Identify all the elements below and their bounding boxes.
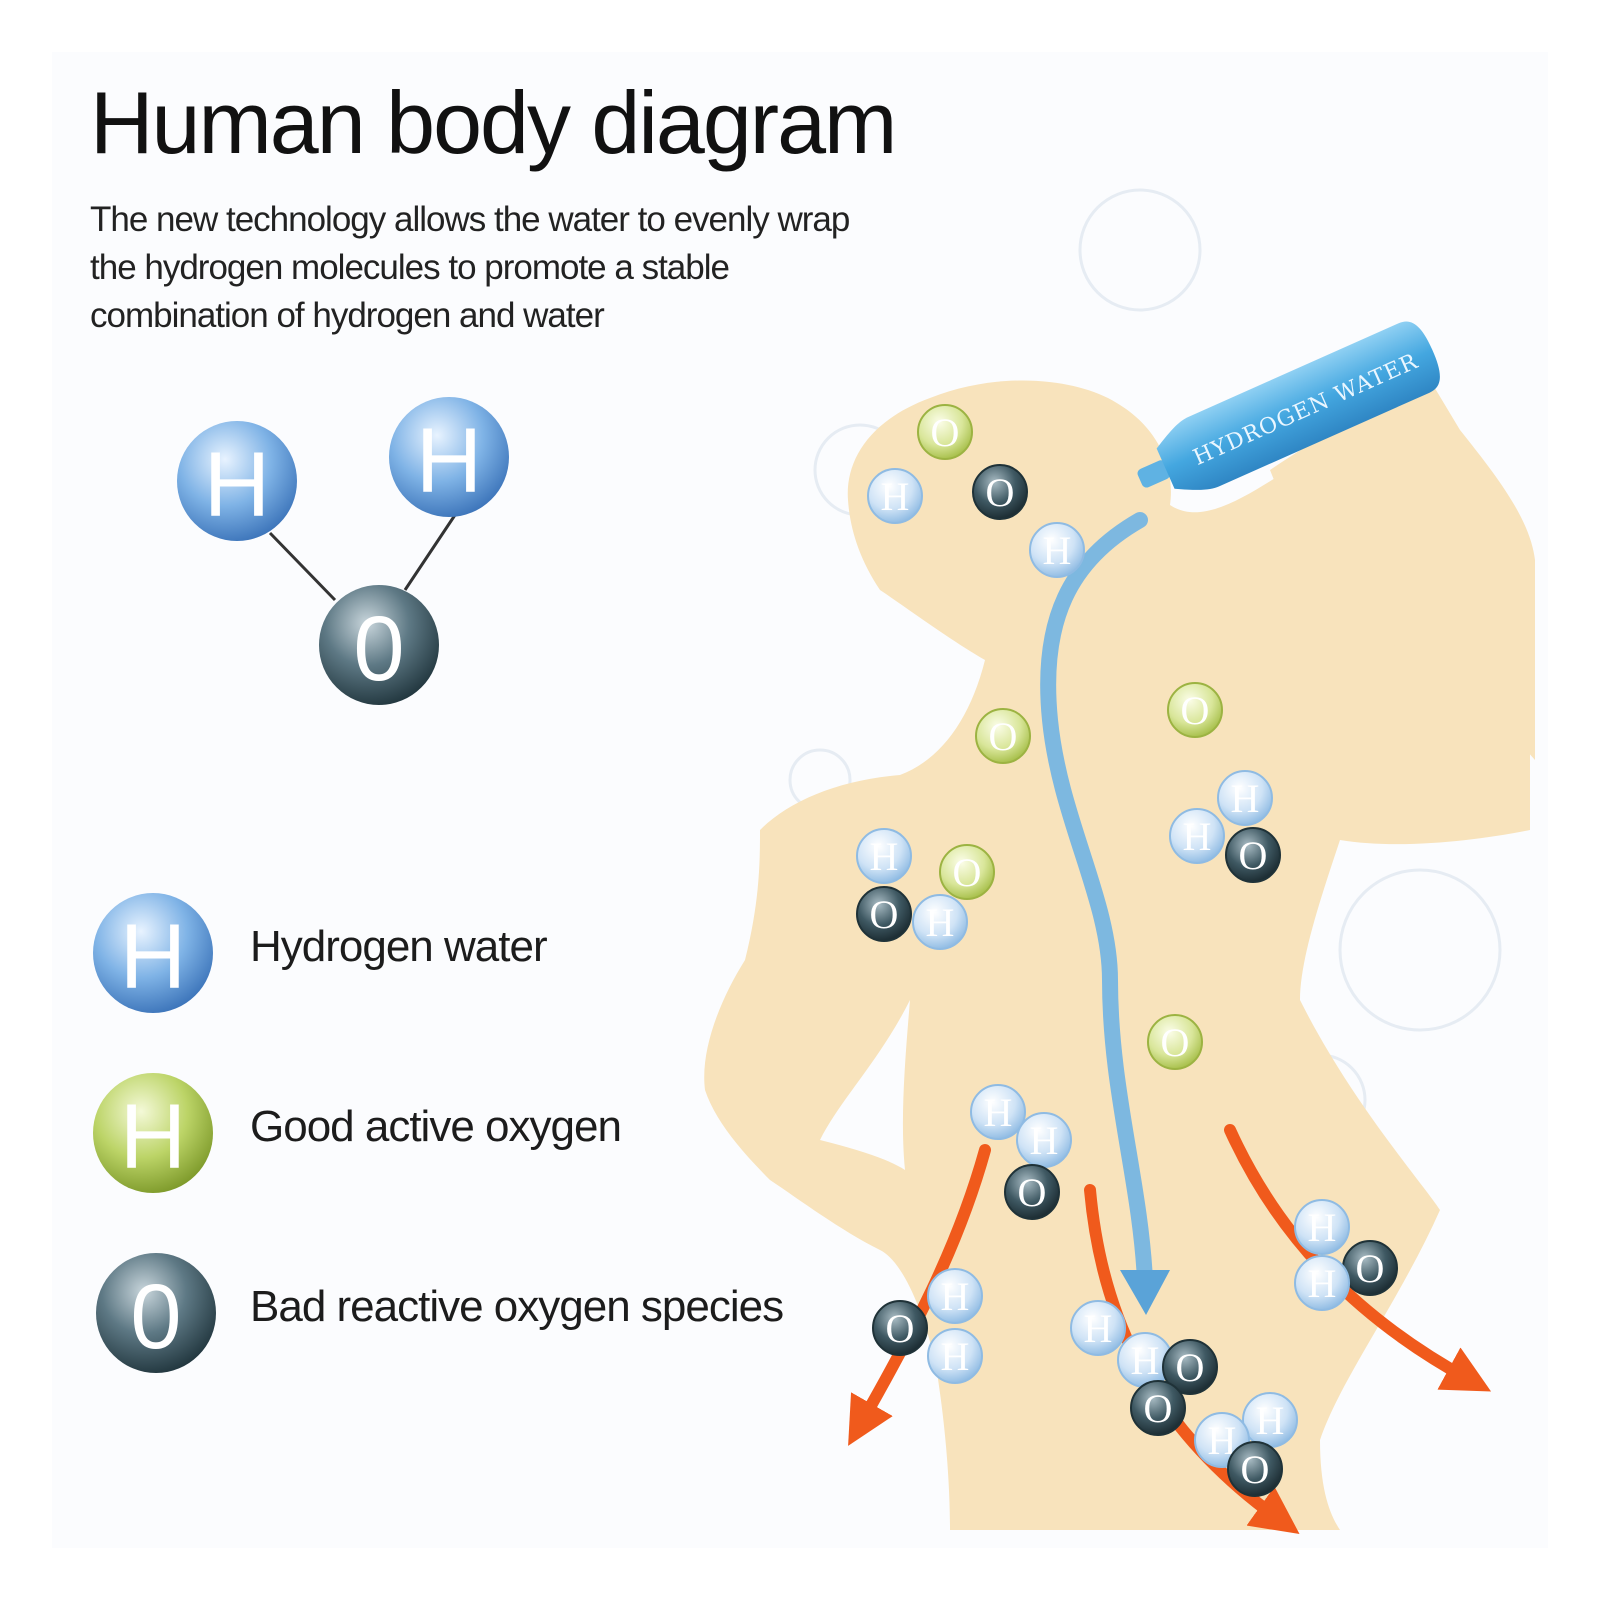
hydrogen-atom-letter: H bbox=[1308, 1261, 1337, 1306]
hydrogen-atom-letter: H bbox=[1131, 1338, 1160, 1383]
good-oxygen-atom-letter: O bbox=[953, 850, 982, 895]
molecule-h-right-letter: H bbox=[416, 410, 482, 512]
hydrogen-atom: H bbox=[1169, 808, 1225, 864]
water-flow-arrowhead bbox=[1120, 1270, 1170, 1315]
hydrogen-atom-letter: H bbox=[1183, 814, 1212, 859]
hydrogen-atom: H bbox=[1117, 1332, 1173, 1388]
arm-gap bbox=[820, 1000, 910, 1170]
good-oxygen-atom: O bbox=[1147, 1014, 1203, 1070]
legend-icon-hydrogen-water: H bbox=[93, 893, 213, 1013]
hydrogen-atom-letter: H bbox=[870, 834, 899, 879]
hydrogen-atom: H bbox=[856, 828, 912, 884]
hydrogen-atom: H bbox=[970, 1084, 1026, 1140]
hydrogen-atom-letter: H bbox=[941, 1274, 970, 1319]
legend-label-hydrogen-water: Hydrogen water bbox=[250, 922, 548, 971]
good-oxygen-atom: O bbox=[975, 708, 1031, 764]
good-oxygen-atom-letter: O bbox=[931, 410, 960, 455]
hydrogen-atom-letter: H bbox=[941, 1334, 970, 1379]
bad-oxygen-atom-letter: O bbox=[1018, 1170, 1047, 1215]
bad-oxygen-atom: O bbox=[1162, 1339, 1218, 1395]
bad-oxygen-atom-letter: O bbox=[886, 1306, 915, 1351]
hydrogen-atom: H bbox=[927, 1328, 983, 1384]
hydrogen-atom: H bbox=[1217, 770, 1273, 826]
bad-oxygen-atom-letter: O bbox=[986, 470, 1015, 515]
legend-symbol-hydrogen: H bbox=[120, 906, 186, 1008]
bad-oxygen-atom-letter: O bbox=[1144, 1386, 1173, 1431]
bad-oxygen-atom-letter: O bbox=[1356, 1246, 1385, 1291]
legend-label-bad-oxygen: Bad reactive oxygen species bbox=[250, 1282, 784, 1331]
bad-oxygen-atom: O bbox=[972, 464, 1028, 520]
hydrogen-atom: H bbox=[1242, 1392, 1298, 1448]
hydrogen-atom-letter: H bbox=[1043, 528, 1072, 573]
bad-oxygen-atom-letter: O bbox=[870, 892, 899, 937]
hydrogen-atom-letter: H bbox=[984, 1090, 1013, 1135]
molecule-hydrogen-right: H bbox=[389, 397, 509, 517]
page-subtitle: The new technology allows the water to e… bbox=[90, 200, 850, 335]
bad-oxygen-atom: O bbox=[1342, 1240, 1398, 1296]
hydrogen-atom: H bbox=[867, 468, 923, 524]
bad-oxygen-atom: O bbox=[1004, 1164, 1060, 1220]
bad-oxygen-atom-letter: O bbox=[1239, 833, 1268, 878]
legend-symbol-good-oxygen: H bbox=[120, 1086, 186, 1188]
molecule-oxygen: 0 bbox=[319, 585, 439, 705]
hydrogen-atom: H bbox=[1294, 1199, 1350, 1255]
bad-oxygen-atom-letter: O bbox=[1241, 1447, 1270, 1492]
hydrogen-atom: H bbox=[927, 1268, 983, 1324]
water-flow bbox=[1040, 512, 1153, 1288]
molecule-h-left-letter: H bbox=[204, 434, 270, 536]
bad-oxygen-atom: O bbox=[856, 886, 912, 942]
raised-arm bbox=[1270, 380, 1535, 760]
legend-symbol-bad-oxygen: 0 bbox=[130, 1266, 181, 1368]
hydrogen-atom: H bbox=[1294, 1255, 1350, 1311]
good-oxygen-atom: O bbox=[917, 404, 973, 460]
hydrogen-atom-letter: H bbox=[1308, 1205, 1337, 1250]
legend-icon-good-oxygen: H bbox=[93, 1073, 213, 1193]
hydrogen-atom-letter: H bbox=[1084, 1306, 1113, 1351]
molecule-hydrogen-left: H bbox=[177, 421, 297, 541]
good-oxygen-atom-letter: O bbox=[989, 714, 1018, 759]
hydrogen-atom-letter: H bbox=[926, 900, 955, 945]
molecule-o-letter: 0 bbox=[353, 598, 404, 700]
bad-oxygen-atom: O bbox=[1227, 1441, 1283, 1497]
good-oxygen-atom-letter: O bbox=[1181, 688, 1210, 733]
hydrogen-atom: H bbox=[912, 894, 968, 950]
good-oxygen-atom: O bbox=[939, 844, 995, 900]
bad-oxygen-atom: O bbox=[872, 1300, 928, 1356]
water-molecule: H H 0 bbox=[177, 397, 509, 705]
good-oxygen-atom-letter: O bbox=[1161, 1020, 1190, 1065]
hydrogen-atom: H bbox=[1029, 522, 1085, 578]
hydrogen-atom-letter: H bbox=[1030, 1118, 1059, 1163]
hydrogen-atom: H bbox=[1016, 1112, 1072, 1168]
legend-label-good-oxygen: Good active oxygen bbox=[250, 1102, 622, 1151]
page-title: Human body diagram bbox=[90, 73, 897, 172]
good-oxygen-atom: O bbox=[1167, 682, 1223, 738]
hydrogen-atom-letter: H bbox=[1231, 776, 1260, 821]
legend-icon-bad-oxygen: 0 bbox=[96, 1253, 216, 1373]
hydrogen-atom-letter: H bbox=[881, 474, 910, 519]
bad-oxygen-atom: O bbox=[1130, 1380, 1186, 1436]
hydrogen-atom-letter: H bbox=[1256, 1398, 1285, 1443]
bad-oxygen-atom: O bbox=[1225, 827, 1281, 883]
hydrogen-atom: H bbox=[1070, 1300, 1126, 1356]
bad-oxygen-atom-letter: O bbox=[1176, 1345, 1205, 1390]
